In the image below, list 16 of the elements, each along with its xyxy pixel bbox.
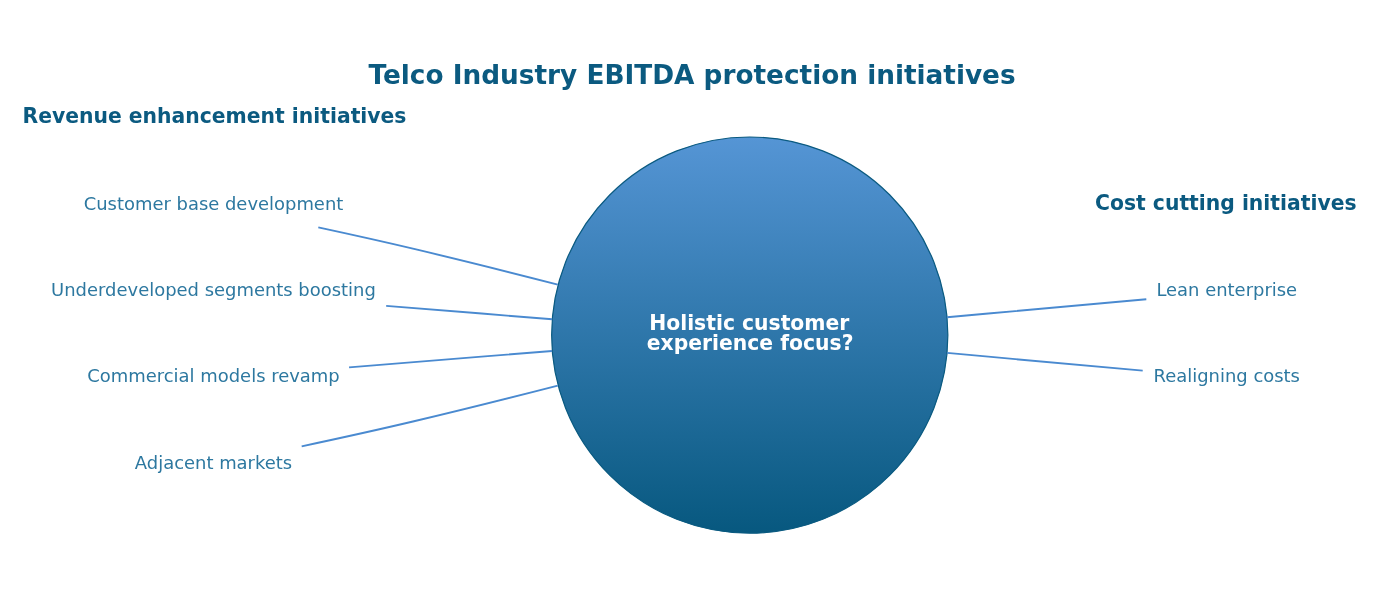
connector	[946, 297, 1148, 318]
label: Revenue enhancement initiatives	[22, 103, 407, 128]
node-text: Customer base development	[83, 192, 344, 214]
connector	[317, 225, 559, 286]
label: Cost cutting initiatives	[1095, 190, 1357, 215]
node-text: Adjacent markets	[134, 451, 293, 473]
node-text: Lean enterprise	[1156, 278, 1298, 300]
node-text: Realigning costs	[1153, 364, 1300, 386]
connector	[946, 351, 1144, 372]
connector	[385, 304, 554, 320]
connector	[348, 349, 554, 368]
node-circle: Holistic customer experience focus?	[551, 135, 949, 534]
node-text: Commercial models revamp	[87, 364, 340, 386]
connector	[300, 384, 559, 447]
node-text: Underdeveloped segments boosting	[51, 278, 376, 300]
diagram-title: Telco Industry EBITDA protection initiatives	[368, 59, 1016, 90]
